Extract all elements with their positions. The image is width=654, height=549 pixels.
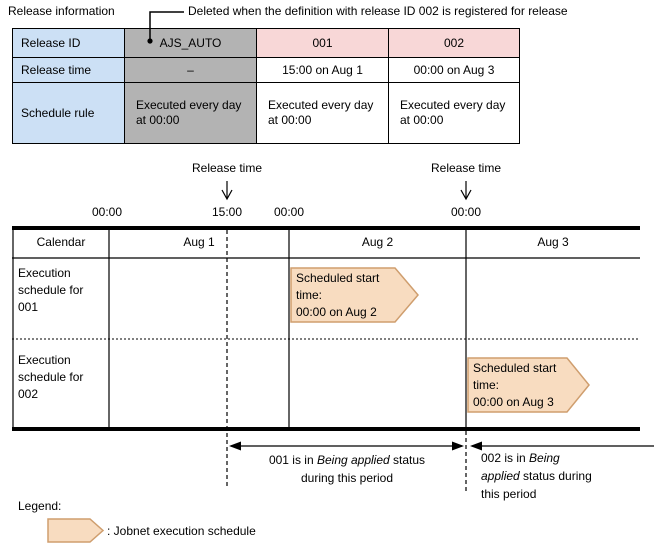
cell-time-ajs-auto: –	[124, 57, 257, 83]
banner-002-text: Scheduled start time: 00:00 on Aug 3	[473, 360, 573, 411]
release-time-label: Release time	[191, 161, 263, 175]
period-001-arrow	[229, 441, 464, 451]
release-time-arrow-icon	[221, 181, 233, 201]
timeline-bottom-bar	[12, 427, 640, 431]
time-tick-0000-aug3: 00:00	[450, 205, 482, 219]
deleted-annotation: Deleted when the definition with release…	[188, 4, 568, 18]
time-tick-1500: 15:00	[211, 205, 243, 219]
banner-002-label: Scheduled start time:	[473, 361, 557, 392]
row-header-release-time: Release time	[12, 57, 125, 83]
legend-label: Legend:	[18, 499, 62, 513]
legend-item-text: : Jobnet execution schedule	[107, 524, 256, 538]
diagram-title: Release information	[8, 4, 115, 18]
banner-001-label: Scheduled start time:	[296, 271, 380, 302]
period-001-text: 001 is in Being applied status during th…	[268, 453, 426, 485]
execution-schedule-001-label: Execution schedule for 001	[18, 266, 84, 314]
cell-time-002: 00:00 on Aug 3	[388, 57, 520, 83]
cell-rule-ajs-auto: Executed every day at 00:00	[124, 82, 257, 144]
row-header-release-id: Release ID	[12, 28, 125, 58]
row-header-schedule-rule: Schedule rule	[12, 82, 125, 144]
period-002-text: 002 is in Being applied status during th…	[481, 451, 592, 501]
legend-banner-icon	[47, 518, 105, 543]
banner-001-text: Scheduled start time: 00:00 on Aug 2	[296, 270, 398, 321]
calendar-day-aug2: Aug 2	[361, 235, 394, 249]
timeline-top-bar	[12, 226, 640, 230]
calendar-day-aug1: Aug 1	[183, 235, 215, 249]
release-information-table: Release ID AJS_AUTO 001 002 Release time…	[12, 28, 520, 144]
table-row-release-id: Release ID AJS_AUTO 001 002	[12, 28, 520, 58]
execution-schedule-002-label: Execution schedule for 002	[18, 353, 84, 401]
release-time-arrow-icon	[460, 181, 472, 201]
release-time-label: Release time	[430, 161, 502, 175]
cell-rule-002: Executed every day at 00:00	[388, 82, 520, 144]
table-row-release-time: Release time – 15:00 on Aug 1 00:00 on A…	[12, 57, 520, 83]
cell-time-001: 15:00 on Aug 1	[256, 57, 389, 83]
calendar-day-aug3: Aug 3	[537, 235, 569, 249]
banner-001-value: 00:00 on Aug 2	[296, 305, 377, 319]
table-row-schedule-rule: Schedule rule Executed every day at 00:0…	[12, 82, 520, 144]
cell-rule-001: Executed every day at 00:00	[256, 82, 389, 144]
calendar-row-header: Calendar	[36, 235, 86, 249]
cell-id-001: 001	[256, 28, 389, 58]
time-tick-0000-aug1: 00:00	[91, 205, 123, 219]
time-tick-0000-aug2: 00:00	[273, 205, 305, 219]
cell-id-002: 002	[388, 28, 520, 58]
cell-id-ajs-auto: AJS_AUTO	[124, 28, 257, 58]
banner-002-value: 00:00 on Aug 3	[473, 395, 554, 409]
